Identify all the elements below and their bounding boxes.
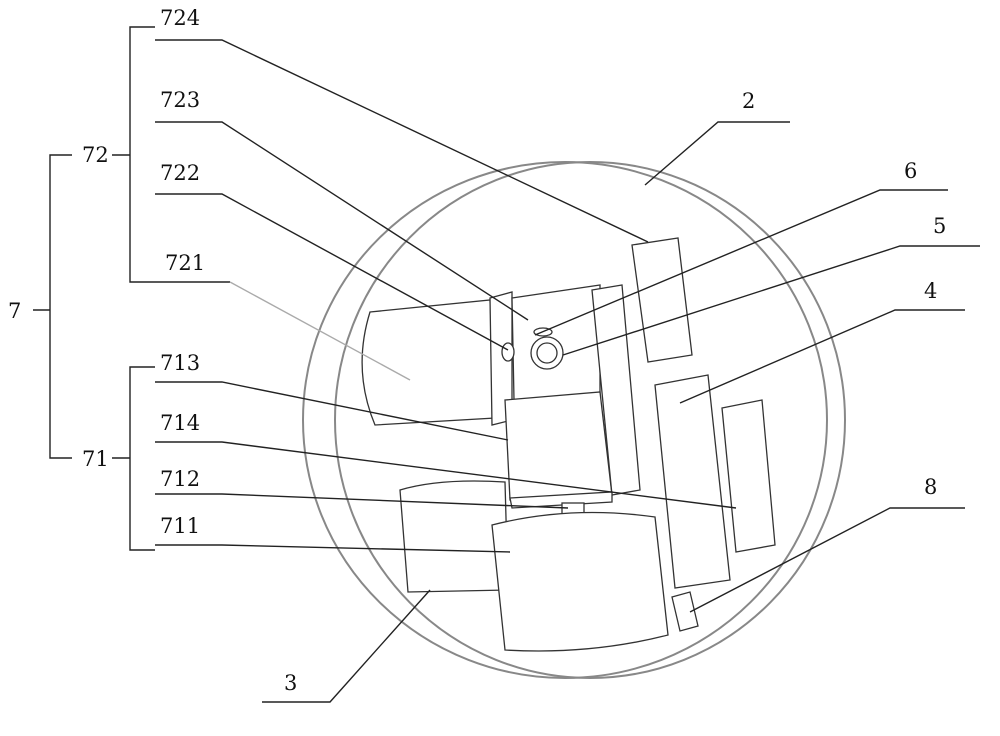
- label-3: 3: [284, 671, 297, 695]
- label-2: 2: [742, 89, 755, 113]
- part-724: [631, 237, 693, 363]
- label-712: 712: [160, 467, 200, 491]
- label-8: 8: [924, 475, 937, 499]
- label-713: 713: [160, 351, 200, 375]
- label-722: 722: [160, 161, 200, 185]
- label-72: 72: [82, 143, 109, 167]
- label-714: 714: [160, 411, 200, 435]
- part-711: [399, 480, 669, 652]
- bracket-7: [33, 154, 72, 459]
- label-711: 711: [160, 514, 200, 538]
- label-723: 723: [160, 88, 200, 112]
- label-71: 71: [82, 447, 109, 471]
- part-5: [530, 336, 564, 370]
- label-5: 5: [933, 214, 946, 238]
- label-721: 721: [165, 251, 205, 275]
- part-713: [504, 284, 641, 501]
- part-722: [501, 342, 515, 362]
- label-4: 4: [924, 279, 937, 303]
- housing-ring-outer: [334, 161, 846, 679]
- leader-lines: [155, 39, 980, 703]
- part-4: [654, 374, 776, 589]
- part-8: [671, 591, 699, 632]
- housing-ring-inner: [302, 161, 828, 679]
- part-721: [361, 299, 500, 426]
- housing-2: [302, 161, 846, 679]
- label-6: 6: [904, 159, 917, 183]
- bracket-71: [112, 366, 155, 551]
- label-724: 724: [160, 6, 200, 30]
- label-7: 7: [8, 299, 21, 323]
- bracket-72: [112, 26, 155, 283]
